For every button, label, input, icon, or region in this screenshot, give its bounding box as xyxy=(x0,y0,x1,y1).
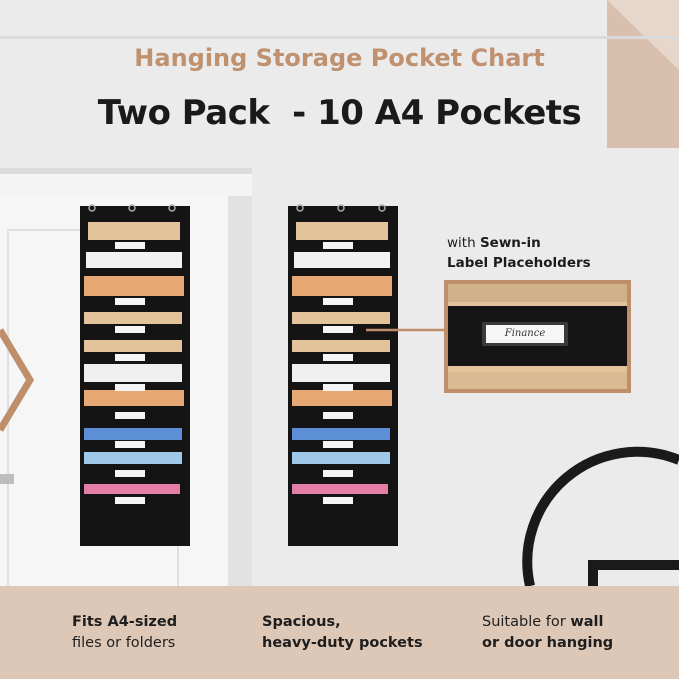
feature-3: Suitable for wall or door hanging xyxy=(482,612,613,654)
door-handle xyxy=(0,474,14,484)
label-callout: with Sewn-in Label Placeholders xyxy=(447,233,591,273)
feature-3-line2: or door hanging xyxy=(482,635,614,651)
callout-line2: Label Placeholders xyxy=(447,255,591,271)
feature-2: Spacious, heavy-duty pockets xyxy=(262,612,423,654)
chevron-decoration xyxy=(0,328,35,432)
feature-footer xyxy=(0,586,679,679)
feature-2-line2: heavy-duty pockets xyxy=(262,635,423,651)
finance-label: Finance xyxy=(504,328,546,339)
hanging-organizer-1 xyxy=(80,204,190,546)
feature-1-line1: Fits A4-sized xyxy=(72,614,178,630)
hanging-organizer-2 xyxy=(288,204,398,546)
feature-2-line1: Spacious, xyxy=(262,614,341,630)
callout-line1-prefix: with xyxy=(447,235,480,251)
feature-3-line1-prefix: Suitable for xyxy=(482,614,571,630)
zoom-box xyxy=(444,280,631,393)
product-subtitle: Hanging Storage Pocket Chart xyxy=(134,44,545,72)
feature-1: Fits A4-sized files or folders xyxy=(72,612,177,654)
product-title: Two Pack - 10 A4 Pockets xyxy=(97,93,582,133)
arc-decoration xyxy=(522,446,679,588)
feature-3-line1-bold: wall xyxy=(570,614,604,630)
callout-line1-bold: Sewn-in xyxy=(479,235,541,251)
feature-1-line2: files or folders xyxy=(72,635,176,651)
